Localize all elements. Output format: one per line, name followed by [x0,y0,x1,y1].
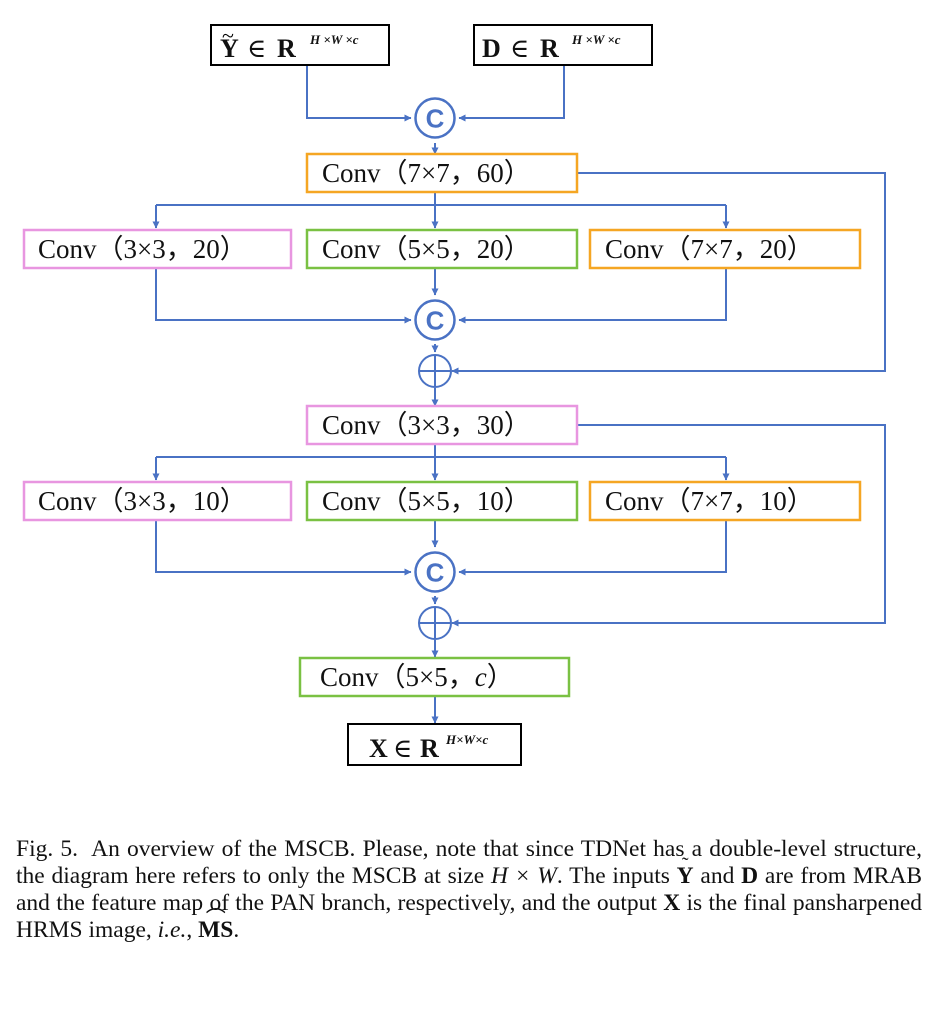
edge-b2-right-to-concat3 [458,520,727,576]
real-space-symbol: R [540,34,559,63]
output-x-dimensions: H×W×c [445,732,488,747]
add-node-2 [418,606,452,640]
edge-conv1-split [156,192,726,206]
caption-text: An overview of the MSCB. Please, note th… [16,836,922,889]
edge-b1-left-to-concat2 [155,268,412,324]
concat-node-3: C [414,551,456,593]
caption-d: D [741,863,759,889]
add-node-1 [418,354,452,388]
concat-node-2: C [414,299,456,341]
edge-d-to-concat1 [458,65,565,122]
input-y-tilde: Y ~ ∈ R H ×W ×c [210,23,390,66]
element-of-symbol: ∈ [393,734,412,763]
conv-5x5-20: Conv（5×5，20） [305,228,579,270]
conv-3x3-10: Conv（3×3，10） [22,480,293,522]
tilde-accent: ~ [222,23,234,48]
conv-5x5-10: Conv（5×5，10） [305,480,579,522]
input-y-tilde-dimensions: H ×W ×c [309,32,359,47]
conv-label: Conv（5×5，10） [322,486,531,516]
conv-label: Conv（3×3，20） [38,234,247,264]
conv-3x3-20: Conv（3×3，20） [22,228,293,270]
concat-icon: C [426,104,445,134]
mscb-diagram: Y ~ ∈ R H ×W ×c D ∈ R H ×W ×c C C C Conv… [22,23,886,766]
conv-label: Conv（7×7，10） [605,486,814,516]
tilde-accent: ˜ [681,854,689,876]
input-y-tilde-symbol: Y [220,34,239,63]
element-of-symbol: ∈ [247,34,266,63]
concat-icon: C [426,558,445,588]
element-of-symbol: ∈ [510,34,529,63]
edge-ytilde-to-concat1 [306,65,412,122]
caption-y-tilde: ˜Y [676,854,694,889]
input-d-dimensions: H ×W ×c [571,32,621,47]
figure-caption: Fig. 5. An overview of the MSCB. Please,… [16,836,923,943]
conv-7x7-20: Conv（7×7，20） [588,228,862,270]
conv-label-prefix: Conv（5×5， [320,662,475,692]
edge-skip1 [451,172,886,375]
caption-fig-number: Fig. 5. [16,836,79,862]
conv-label: Conv（7×7，20） [605,234,814,264]
conv-5x5-c: Conv（5×5，c） [298,656,571,698]
hat-accent: ⌒ [205,908,226,930]
conv-label: Conv（7×7，60） [322,158,531,188]
real-space-symbol: R [420,734,439,763]
output-x: X ∈ R H×W×c [347,723,522,766]
input-d-symbol: D [482,34,501,63]
output-x-symbol: X [369,734,388,763]
edge-conv2-split [156,443,726,458]
concat-node-1: C [414,97,456,139]
caption-text: are from MRAB and the feature map of the… [16,863,923,916]
concat-icon: C [426,306,445,336]
caption-text: is the final pansharpened HRMS image, [16,890,923,943]
conv-label: Conv（5×5，20） [322,234,531,264]
conv-7x7-10: Conv（7×7，10） [588,480,862,522]
caption-text: . The inputs [556,863,670,889]
conv-label: Conv（3×3，30） [322,410,531,440]
caption-text: and [700,863,735,889]
conv-3x3-30: Conv（3×3，30） [305,404,579,446]
svg-text:Conv（5×5，c）: Conv（5×5，c） [320,662,514,692]
caption-ms-hat: ⌒MS [198,908,234,943]
caption-x: X [663,890,681,916]
caption-size-expr: H × W [490,863,557,889]
edge-skip2 [451,424,886,627]
caption-ie: i.e. [157,917,187,943]
edge-b1-right-to-concat2 [458,268,727,324]
input-d: D ∈ R H ×W ×c [473,24,653,66]
conv-7x7-60: Conv（7×7，60） [305,152,579,194]
connection-lines [152,65,886,724]
edge-b2-left-to-concat3 [155,520,412,576]
conv-label: Conv（3×3，10） [38,486,247,516]
conv-label-suffix: ） [487,662,514,692]
real-space-symbol: R [277,34,296,63]
conv-label-channels: c [475,662,487,692]
